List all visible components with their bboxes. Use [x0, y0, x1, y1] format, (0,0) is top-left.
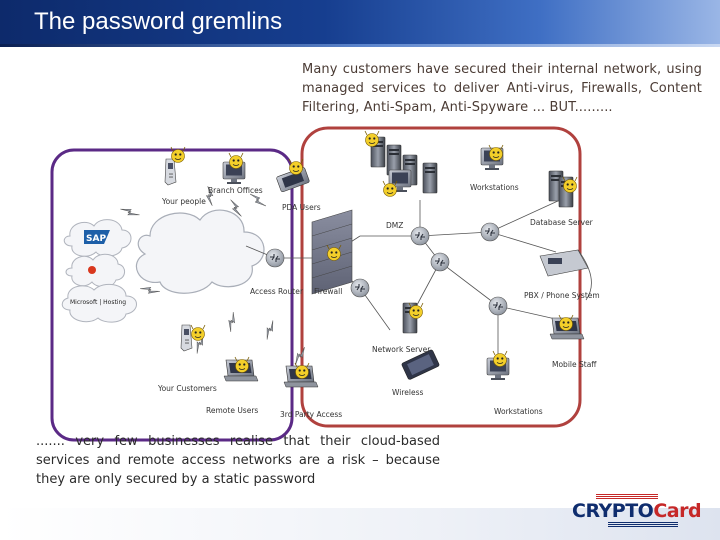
label-dmz: DMZ — [386, 221, 404, 230]
label-wireless: Wireless — [392, 388, 424, 397]
label-your-people: Your people — [162, 197, 206, 206]
wireless-device — [401, 349, 440, 380]
access-router — [265, 248, 285, 268]
ms-hosting-cloud: Microsoft | Hosting — [61, 283, 137, 323]
dmz-switch — [410, 226, 430, 246]
workstation-bottom — [486, 350, 510, 381]
third-party-laptop — [283, 362, 319, 388]
logo-stripes-top — [596, 494, 658, 500]
title-rule — [0, 44, 720, 47]
slide-title: The password gremlins — [34, 8, 283, 35]
internal-network-region — [300, 126, 582, 428]
inner-switch — [430, 252, 450, 272]
outro-text: ....... very few businesses realise that… — [36, 434, 440, 487]
internet-cloud — [135, 209, 265, 294]
logo-wordmark: CRYPTOCard — [572, 500, 702, 522]
webmail-cloud — [65, 253, 125, 288]
label-workstations-top: Workstations — [470, 183, 519, 192]
sap-cloud: SAP — [63, 219, 132, 257]
label-pda-users: PDA Users — [282, 203, 321, 212]
intro-text: Many customers have secured their intern… — [302, 62, 702, 115]
label-remote-users: Remote Users — [206, 406, 259, 415]
label-third-party: 3rd Party Access — [280, 410, 343, 419]
remote-user-laptop — [223, 356, 259, 382]
label-mobile-staff: Mobile Staff — [552, 360, 597, 369]
sap-logo-text: SAP — [86, 234, 106, 244]
label-your-customers: Your Customers — [158, 384, 217, 393]
external-access-region — [50, 148, 294, 442]
cryptocard-logo: CRYPTOCard — [572, 494, 702, 528]
label-workstations-bottom: Workstations — [494, 407, 543, 416]
pbx-phone — [539, 249, 589, 277]
label-access-router: Access Router — [250, 287, 303, 296]
lan-switch — [488, 296, 508, 316]
branch-office-workstation — [222, 152, 246, 185]
label-database-server: Database Server — [530, 218, 593, 227]
network-server — [402, 302, 424, 334]
pda-device — [276, 167, 310, 193]
firewall — [311, 209, 353, 295]
logo-stripes-bottom — [608, 522, 678, 528]
your-people-device — [164, 146, 186, 186]
footer-band — [0, 508, 720, 540]
ms-hosting-logo-text: Microsoft | Hosting — [70, 299, 126, 306]
database-server — [548, 170, 578, 208]
core-switch — [480, 222, 500, 242]
label-pbx: PBX / Phone System — [524, 291, 600, 300]
server-switch — [350, 278, 370, 298]
your-customers-device — [180, 324, 206, 352]
label-network-server: Network Server — [372, 345, 431, 354]
title-bar: The password gremlins — [0, 0, 720, 47]
label-branch-offices: Branch Offices — [208, 186, 263, 195]
label-firewall: Firewall — [314, 287, 343, 296]
